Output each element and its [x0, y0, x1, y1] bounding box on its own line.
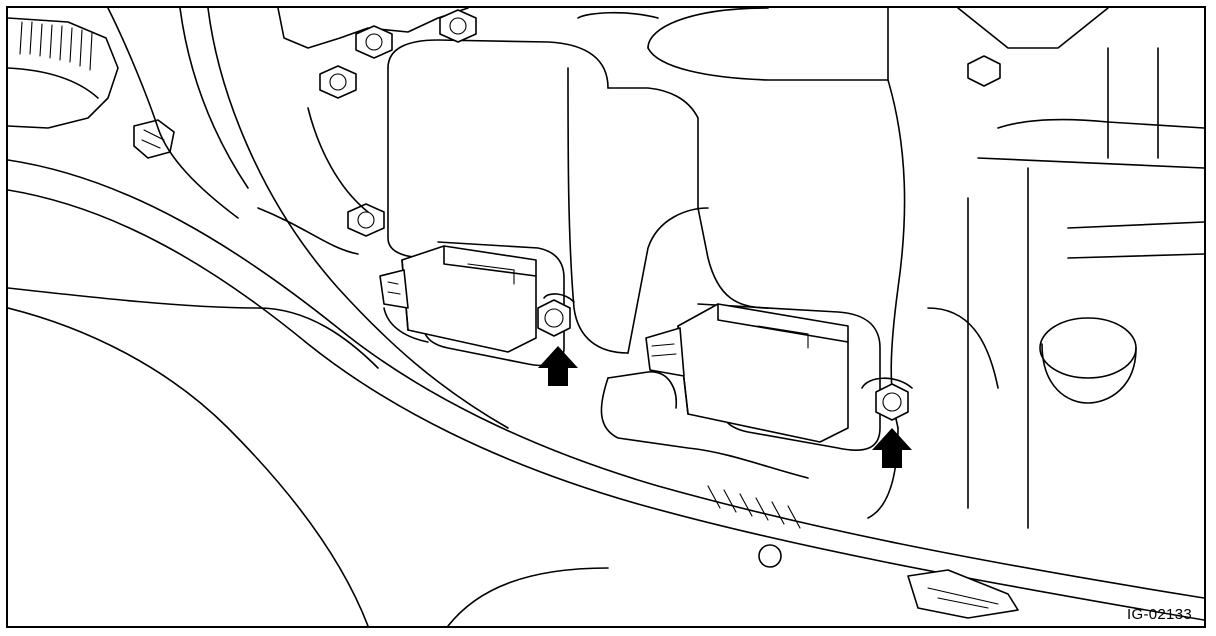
engine-block [257, 8, 1001, 429]
figure-code: IG-02133 [1127, 606, 1192, 623]
engine-bay-line-drawing [8, 8, 1204, 626]
upper-left-hose [8, 8, 249, 219]
arrow-up-icon [872, 428, 912, 468]
wiring-harness [8, 8, 1204, 626]
arrow-up-icon [538, 346, 578, 386]
harness-clip [447, 544, 1019, 626]
right-sensor-bolt [875, 383, 909, 421]
round-cap [1039, 317, 1137, 379]
diagram-frame: IG-02133 [6, 6, 1206, 628]
left-sensor-bolt [537, 299, 571, 337]
right-knock-sensor [645, 303, 913, 452]
engine-bolts [319, 9, 1001, 237]
right-side-structure [867, 8, 1204, 529]
left-knock-sensor [379, 241, 575, 367]
